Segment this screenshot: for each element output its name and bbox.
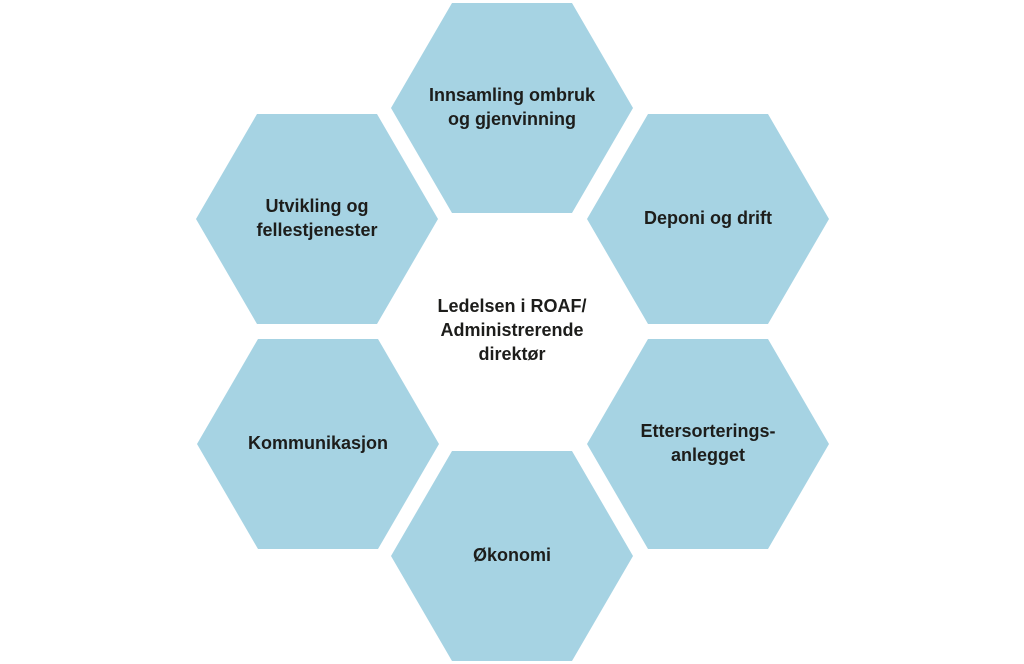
- hexagon-okonomi: Økonomi: [391, 451, 633, 661]
- hexagon-ettersortering: Ettersorterings-anlegget: [587, 339, 829, 549]
- hexagon-shape-innsamling: [391, 3, 633, 213]
- center-label-line-2: Administrerende: [440, 320, 583, 340]
- hexagon-utvikling: Utvikling og fellestjenester: [196, 114, 438, 324]
- hexagon-shape-ettersortering: [587, 339, 829, 549]
- center-label: Ledelsen i ROAF/Administrerende direktør: [437, 296, 586, 364]
- hexagon-label-innsamling-line-1: Innsamling ombruk: [429, 85, 596, 105]
- center-node: Ledelsen i ROAF/Administrerende direktør: [437, 296, 586, 364]
- hexagon-shape-utvikling: [196, 114, 438, 324]
- hexagon-label-innsamling-line-2: og gjenvinning: [448, 109, 576, 129]
- hexagon-label-ettersortering-line-1: Ettersorterings-: [640, 421, 775, 441]
- hexagon-label-ettersortering-line-2: anlegget: [671, 445, 745, 465]
- center-label-line-3: direktør: [478, 344, 545, 364]
- hexagon-label-innsamling: Innsamling ombruk og gjenvinning: [429, 85, 596, 129]
- hexagon-shape-kommunikasjon: [197, 339, 439, 549]
- hexagon-shape-deponi: [587, 114, 829, 324]
- hexagon-label-kommunikasjon: Kommunikasjon: [248, 433, 388, 453]
- hexagon-label-utvikling: Utvikling og fellestjenester: [256, 196, 377, 240]
- hexagon-label-okonomi: Økonomi: [473, 545, 551, 565]
- hexagon-label-okonomi-line-1: Økonomi: [473, 545, 551, 565]
- hexagon-label-ettersortering: Ettersorterings-anlegget: [640, 421, 775, 465]
- hexagon-label-utvikling-line-2: fellestjenester: [256, 220, 377, 240]
- hexagon-label-kommunikasjon-line-1: Kommunikasjon: [248, 433, 388, 453]
- hexagon-innsamling: Innsamling ombruk og gjenvinning: [391, 3, 633, 213]
- hexagon-deponi: Deponi og drift: [587, 114, 829, 324]
- hexagon-label-deponi: Deponi og drift: [644, 208, 772, 228]
- hexagon-shape-okonomi: [391, 451, 633, 661]
- hexagon-kommunikasjon: Kommunikasjon: [197, 339, 439, 549]
- hexagon-label-deponi-line-1: Deponi og drift: [644, 208, 772, 228]
- hexagon-label-utvikling-line-1: Utvikling og: [266, 196, 369, 216]
- center-label-line-1: Ledelsen i ROAF/: [437, 296, 586, 316]
